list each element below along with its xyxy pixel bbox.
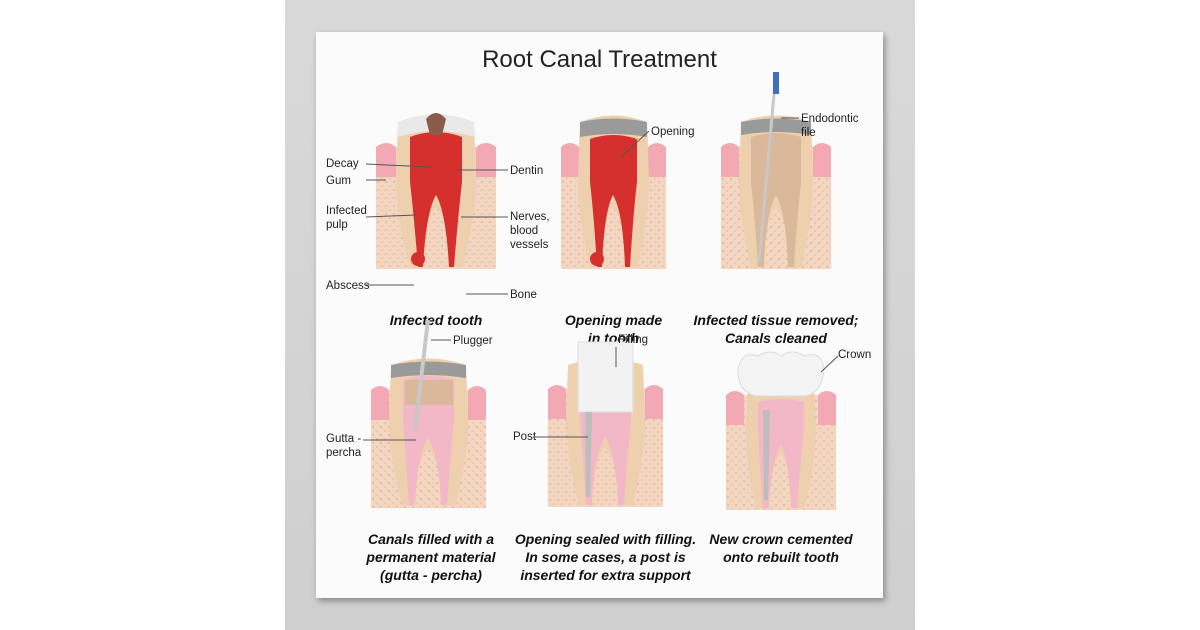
caption-line: Infected tissue removed; [693,312,859,328]
label-dentin: Dentin [510,165,544,177]
caption-line: (gutta - percha) [380,567,482,583]
filling-shape [577,341,634,413]
label-gutta-2: percha [326,447,362,459]
leader-lines-2 [620,130,650,158]
label-gum: Gum [326,175,351,187]
poster-title: Root Canal Treatment [482,46,717,73]
panel-infected-tooth: Decay Gum Infected pulp Abscess Dentin N… [326,107,550,328]
plugger-shape [413,319,430,431]
caption-line: inserted for extra support [520,567,691,583]
opening-shape [580,118,647,137]
leader-lines-1 [365,163,508,295]
label-nerves-2: blood [510,225,539,237]
caption-panel-6: New crown cemented onto rebuilt tooth [701,530,861,566]
panel-new-crown: Crown New crown cemented onto rebuilt to… [709,349,871,565]
caption-line: New crown cemented [709,531,853,547]
caption-panel-5: Opening sealed with filling. In some cas… [513,530,698,584]
caption-line: Infected tooth [389,312,483,328]
panel-opening-made: Opening Opening made in tooth [561,107,694,346]
filled-canals-illustration [371,319,486,508]
label-infected-pulp-2: pulp [326,219,348,231]
label-plugger: Plugger [453,335,493,347]
leader-lines-3 [781,117,799,119]
label-file-1: Endodontic [801,113,859,125]
label-file-2: file [801,127,816,139]
caption-line: Opening made [564,312,663,328]
decay-shape [426,113,446,135]
leader-lines-6 [820,355,839,373]
poster: Root Canal Treatment Decay Gum Infected … [316,32,883,598]
label-crown: Crown [838,349,872,361]
caption-line: Opening sealed with filling. [514,531,697,547]
label-post: Post [513,431,537,443]
label-decay: Decay [326,158,359,170]
infected-tooth-illustration [376,113,496,269]
label-infected-pulp-1: Infected [326,205,367,217]
label-abscess: Abscess [326,280,370,292]
crown-tooth-illustration [726,351,836,510]
sealed-tooth-illustration [548,341,663,507]
label-gutta-1: Gutta - [326,433,362,445]
label-bone: Bone [510,289,537,301]
caption-line: permanent material [366,549,496,565]
opening-tooth-illustration [561,115,666,269]
panel-tissue-removed: Endodontic file Infected tissue removed;… [694,71,859,346]
leader-lines-5 [533,347,617,438]
panel-opening-sealed: Filling Post Opening sealed with filling… [513,334,696,583]
caption-panel-1: Infected tooth [366,311,506,329]
caption-panel-3: Infected tissue removed; Canals cleaned [686,311,866,347]
caption-line: onto rebuilt tooth [723,549,839,565]
label-nerves-3: vessels [510,239,549,251]
endodontic-file-shape [757,71,778,263]
label-filling: Filling [618,334,649,346]
panel-canals-filled: Plugger Gutta - percha Canals filled wit… [326,319,496,583]
leader-lines-4 [363,339,451,441]
caption-line: In some cases, a post is [525,549,686,565]
label-opening: Opening [651,126,695,138]
infected-pulp-shape [410,132,462,267]
caption-line: Canals cleaned [725,330,827,346]
abscess-shape [411,252,425,266]
caption-line: Canals filled with a [367,531,495,547]
caption-panel-4: Canals filled with a permanent material … [351,530,511,584]
post-shape [585,412,592,497]
crown-shape [737,351,825,397]
gum-shape [376,143,396,177]
cleaned-tooth-illustration [721,71,831,269]
label-nerves-1: Nerves, [510,211,550,223]
